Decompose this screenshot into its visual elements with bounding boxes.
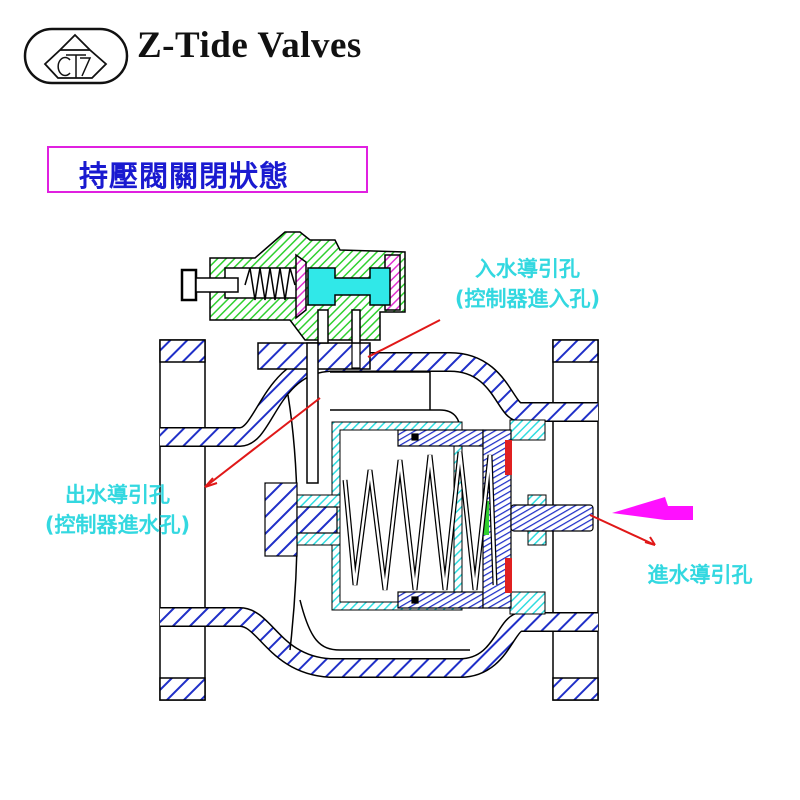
label-inlet-pilot: 入水導引孔 (控制器進入孔) [440, 254, 615, 314]
left-flange [159, 339, 206, 701]
label-outlet-pilot-line2: (控制器進水孔) [44, 513, 191, 537]
label-inlet-pilot-line1: 入水導引孔 [475, 257, 580, 281]
valve-body [160, 342, 598, 678]
label-inflow-pilot-line1: 進水導引孔 [647, 563, 753, 587]
label-inlet-pilot-line2: (控制器進入孔) [454, 287, 601, 311]
page-title: 持壓閥關閉狀態 [79, 159, 290, 193]
brand-name: Z-Tide Valves [137, 25, 362, 66]
flow-direction-arrow [612, 497, 693, 520]
logo-mark [23, 27, 129, 85]
label-outlet-pilot-line1: 出水導引孔 [65, 483, 170, 507]
title-box: 持壓閥關閉狀態 [47, 146, 368, 193]
pilot-arrows [204, 319, 656, 546]
piston [264, 429, 594, 609]
pilot-controller [180, 231, 406, 344]
label-outlet-pilot: 出水導引孔 (控制器進水孔) [30, 480, 205, 540]
label-inflow-pilot: 進水導引孔 [630, 560, 770, 590]
